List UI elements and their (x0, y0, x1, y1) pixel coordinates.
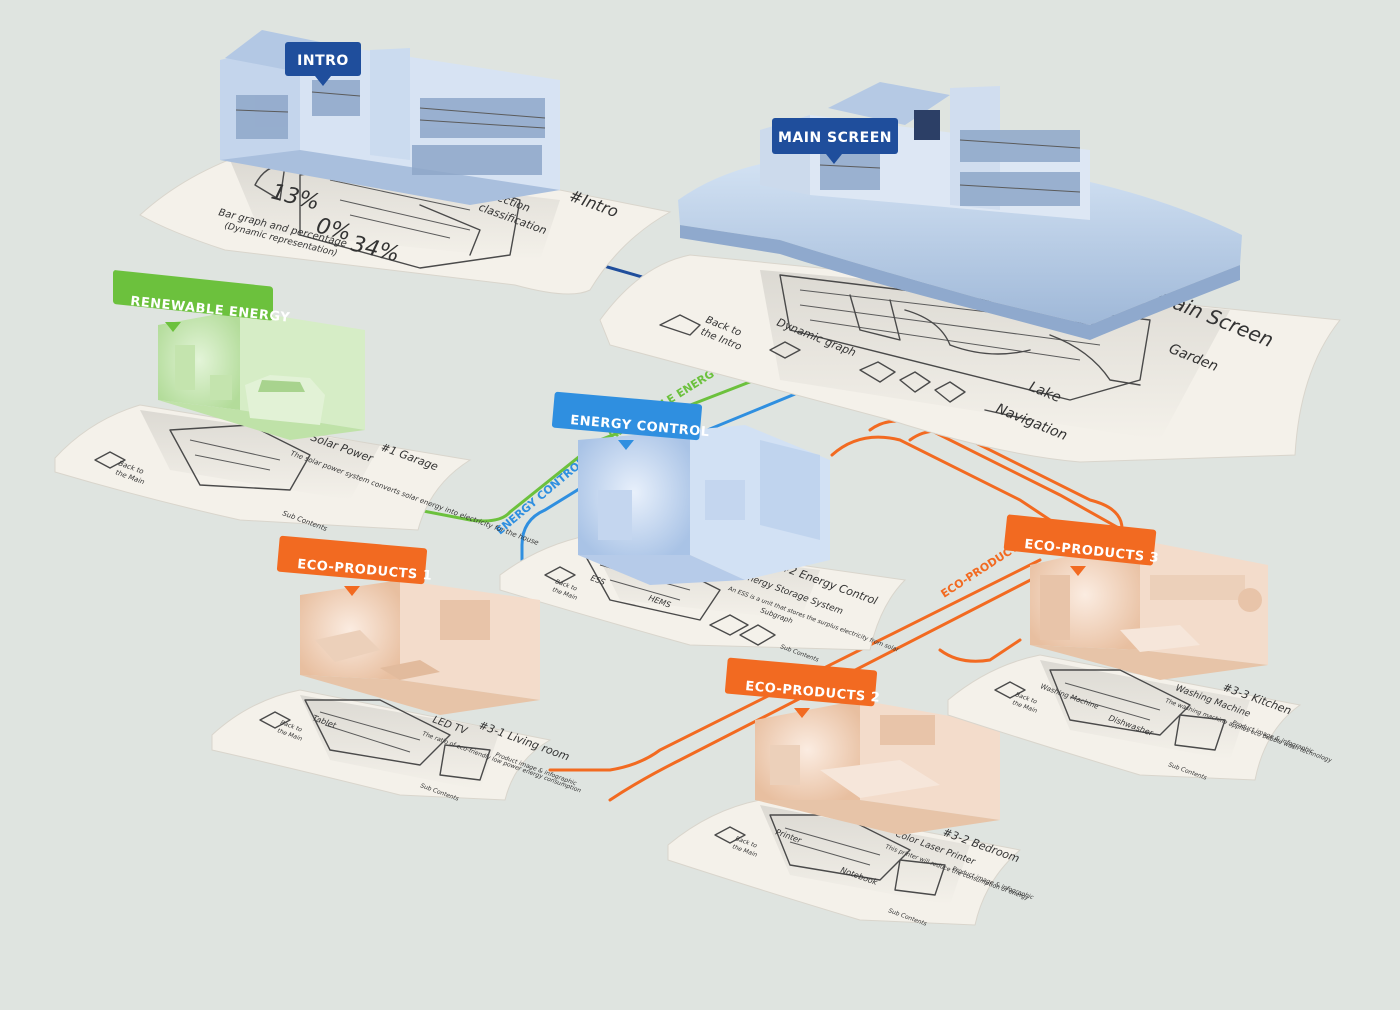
connector-label-energy: ENERGY CONTROL (494, 455, 588, 537)
energy-model (578, 425, 830, 585)
tag-eco1[interactable]: ECO-PRODUCTS 1 (276, 535, 433, 596)
intro-model (220, 30, 560, 205)
living-model (300, 580, 540, 715)
main-group[interactable]: #Main Screen Garden Lake Navigation Dyna… (599, 82, 1341, 463)
tag-main-label: MAIN SCREEN (778, 130, 892, 146)
bedroom-group[interactable]: #3-2 Bedroom Color Laser Printer This pr… (667, 657, 1035, 928)
garage-group[interactable]: #1 Garage Solar Power The solar power sy… (54, 270, 540, 547)
tag-main[interactable]: MAIN SCREEN (772, 118, 898, 164)
tag-renewable[interactable]: RENEWABLE ENERGY (113, 270, 291, 332)
kitchen-sketch (994, 669, 1226, 751)
main-model (678, 82, 1242, 340)
tag-intro-label: INTRO (297, 53, 349, 69)
living-sketch (259, 699, 491, 781)
garage-sketch (94, 424, 311, 491)
bedroom-model (755, 700, 1000, 835)
energy-group[interactable]: #2 Energy Control Energy Storage System … (499, 391, 907, 664)
kitchen-model (1030, 540, 1268, 680)
tag-energy[interactable]: ENERGY CONTROL (551, 391, 710, 450)
intro-group[interactable]: #Intro Section classification Bar graph … (139, 30, 672, 295)
tag-intro[interactable]: INTRO (285, 42, 361, 86)
garage-model (158, 310, 365, 440)
kitchen-group[interactable]: #3-3 Kitchen Washing Machine The washing… (947, 514, 1333, 782)
